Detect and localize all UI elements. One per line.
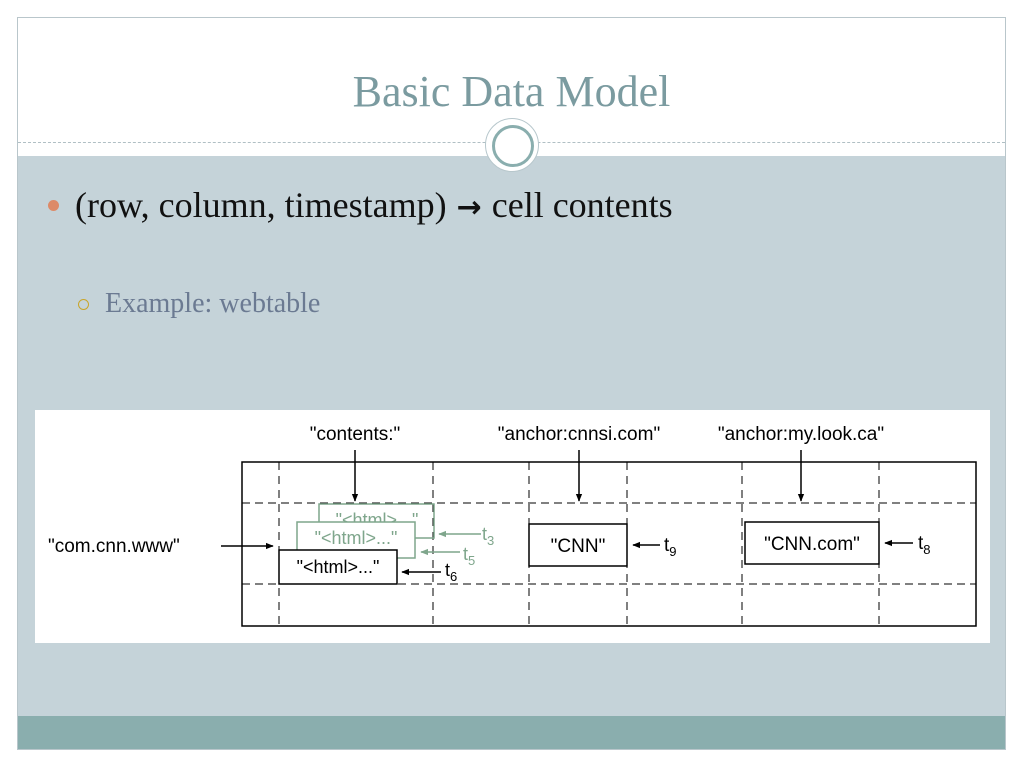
cell-mylook — [744, 521, 880, 565]
row-label: "com.cnn.www" — [48, 536, 180, 557]
cell-cnnsi-text: "CNN" — [551, 536, 606, 557]
circle-ornament-icon — [485, 118, 539, 172]
bullet-dot-icon — [48, 199, 59, 211]
version-cell-current — [278, 549, 398, 585]
right-arrow-icon: → — [456, 190, 482, 225]
version-cell-text: "<html>..." — [315, 528, 398, 548]
sub-bullet-text: Example: webtable — [105, 288, 321, 319]
timestamp-label: t8 — [918, 533, 931, 557]
sub-bullet-circle-icon — [78, 298, 89, 310]
circle-ornament-inner — [492, 125, 534, 167]
bullet-item: (row, column, timestamp) → cell contents — [48, 184, 673, 226]
timestamp-label: t3 — [482, 524, 494, 548]
timestamp-label: t5 — [463, 544, 475, 568]
webtable-figure: "contents:" "anchor:cnnsi.com" "anchor:m… — [35, 410, 990, 643]
version-cell-text: "<html>..." — [297, 557, 380, 577]
cell-mylook-text: "CNN.com" — [764, 534, 860, 555]
webtable-diagram: "contents:" "anchor:cnnsi.com" "anchor:m… — [48, 424, 977, 627]
sub-bullet-item: Example: webtable — [78, 288, 320, 320]
footer-bar — [18, 716, 1005, 749]
page-title: Basic Data Model — [352, 67, 671, 116]
cell-cnnsi — [528, 523, 628, 567]
bullet-text-after: cell contents — [491, 185, 673, 225]
column-label: "anchor:my.look.ca" — [718, 424, 884, 445]
timestamp-label: t6 — [445, 560, 457, 584]
column-label: "anchor:cnnsi.com" — [498, 424, 660, 445]
bullet-text-before: (row, column, timestamp) — [75, 185, 447, 225]
bullet-text: (row, column, timestamp) → cell contents — [75, 184, 673, 226]
table-outline — [241, 461, 977, 627]
timestamp-label: t9 — [664, 535, 677, 559]
column-label: "contents:" — [310, 424, 401, 445]
